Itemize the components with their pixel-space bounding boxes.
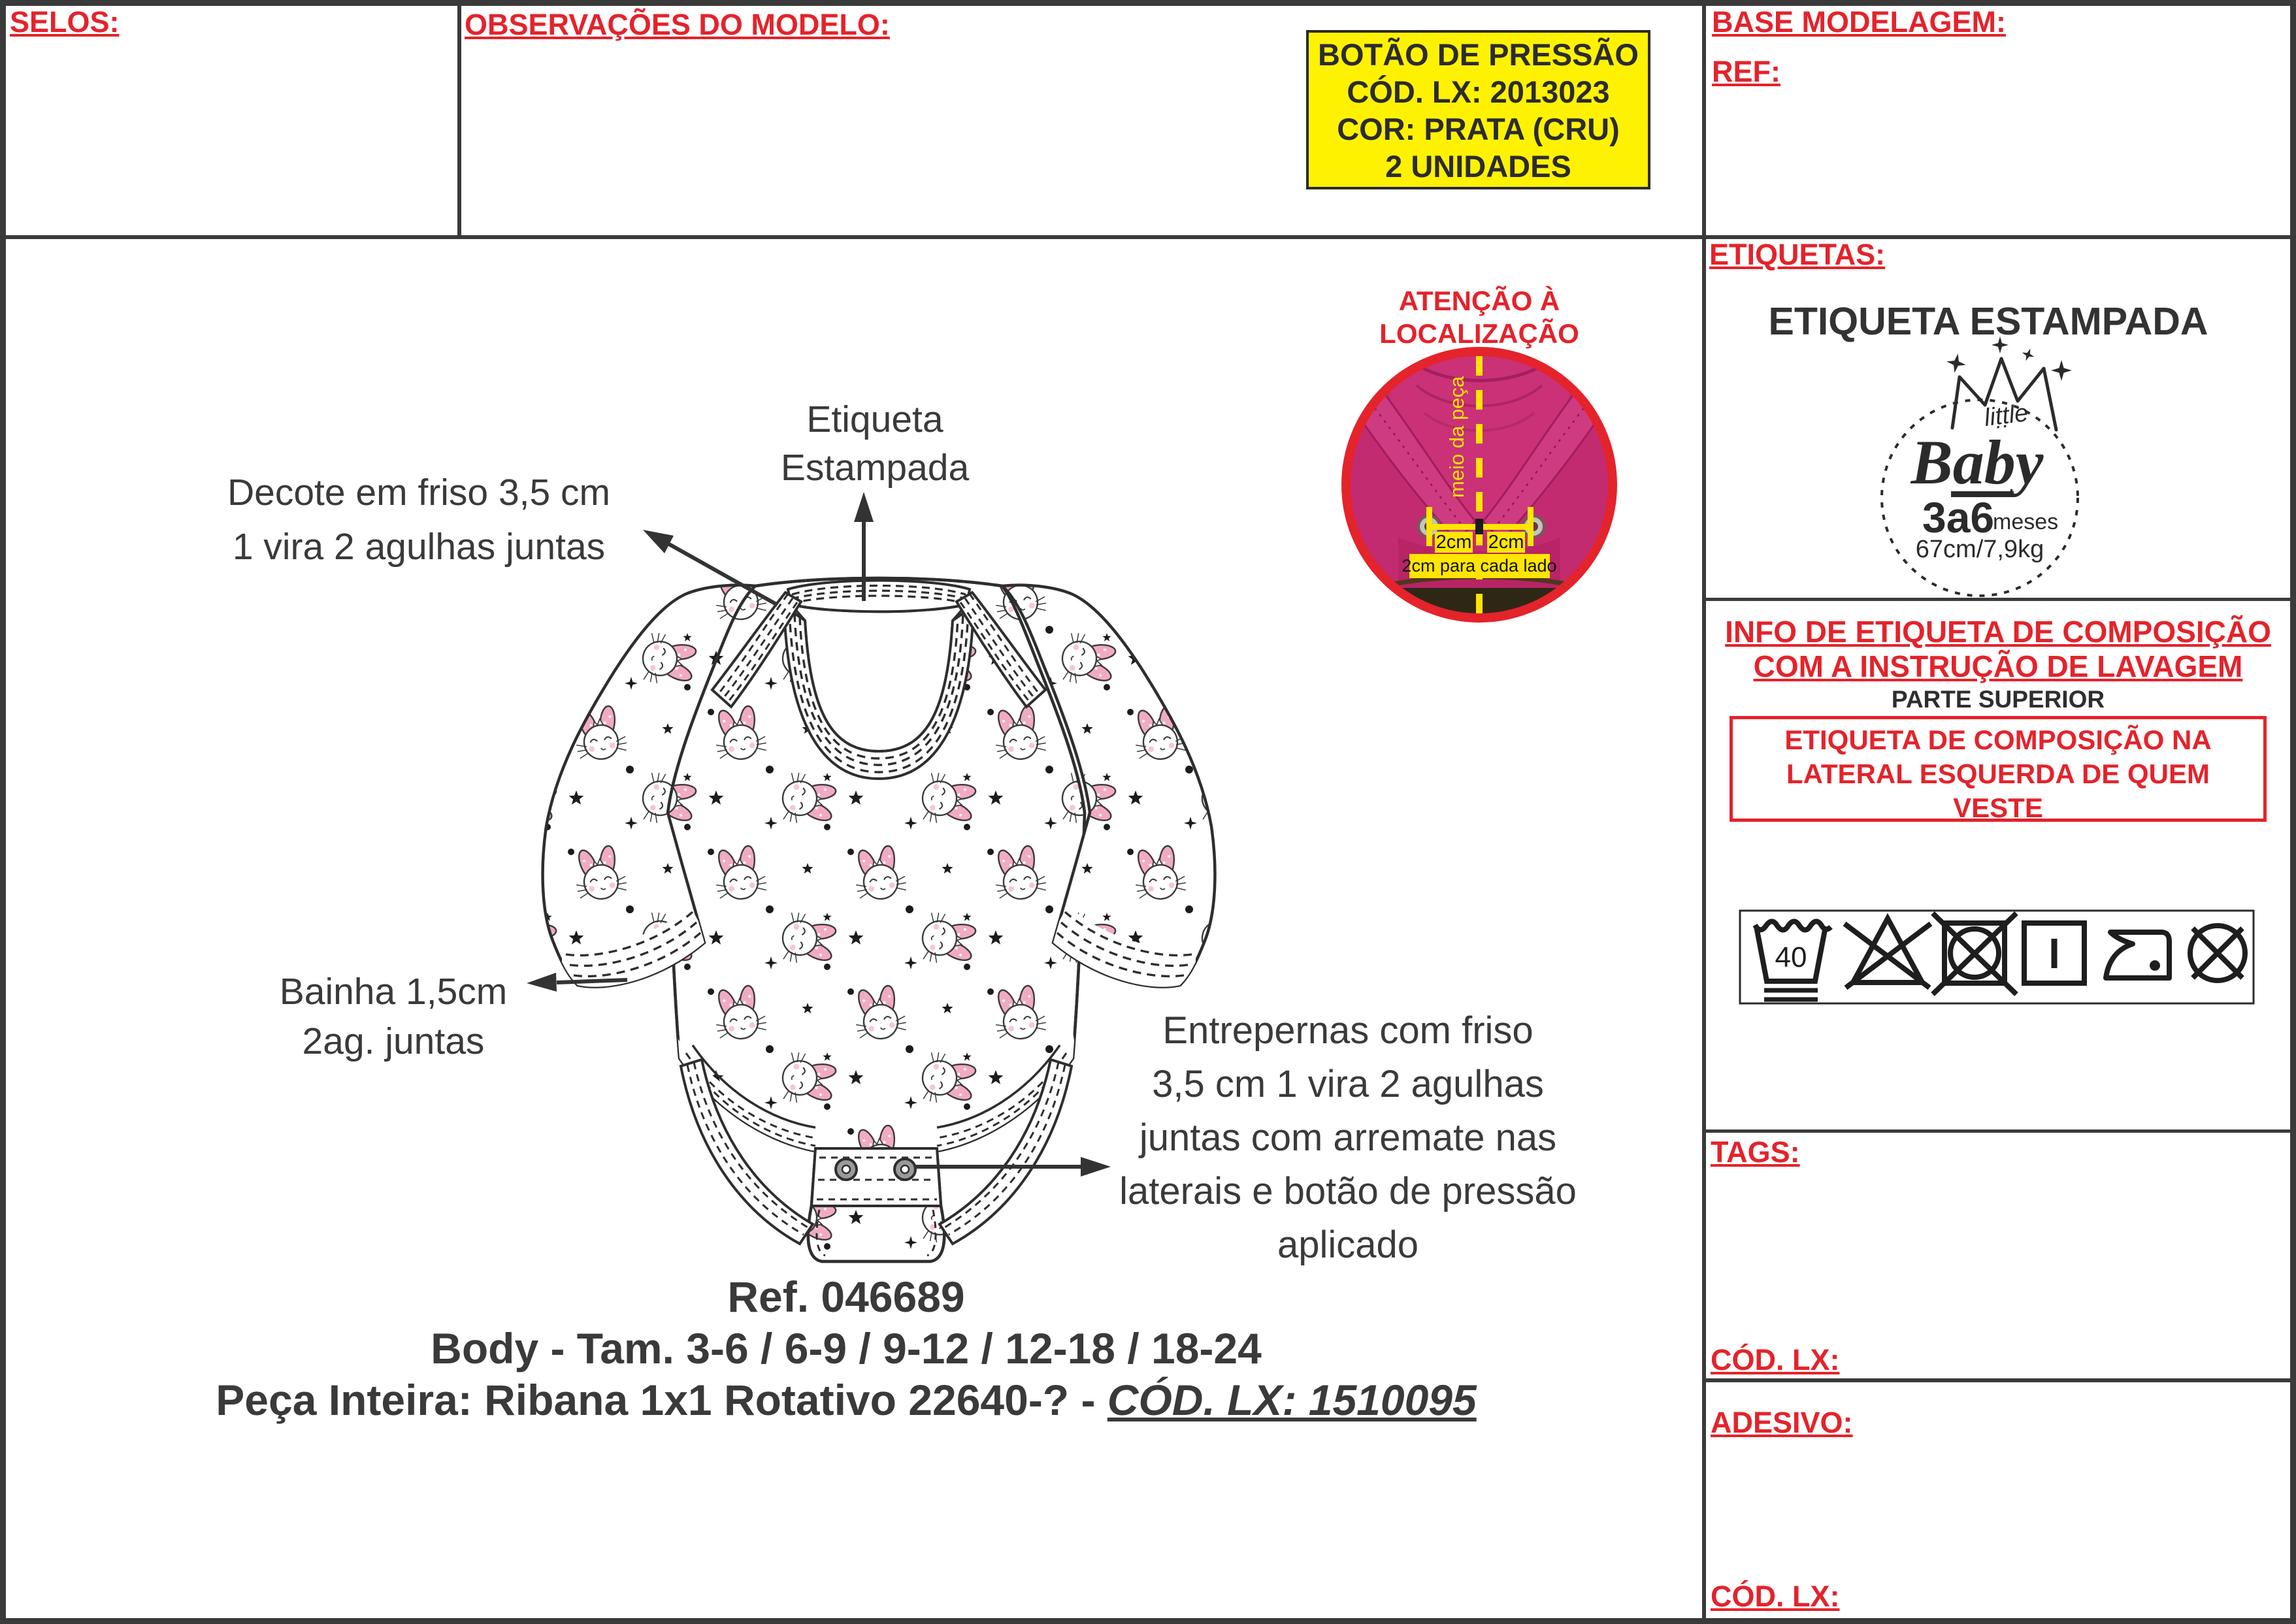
svg-text:meio da peça: meio da peça — [1445, 376, 1468, 498]
svg-text:3a6: 3a6 — [1922, 493, 1994, 542]
svg-text:meses: meses — [1993, 510, 2058, 534]
svg-text:2cm: 2cm — [1488, 532, 1524, 553]
svg-text:2cm para cada lado: 2cm para cada lado — [1402, 556, 1556, 576]
svg-text:2cm: 2cm — [1436, 532, 1472, 553]
svg-text:40: 40 — [1775, 941, 1807, 973]
svg-text:67cm/7,9kg: 67cm/7,9kg — [1916, 536, 2044, 563]
svg-text:Baby: Baby — [1911, 427, 2044, 497]
svg-text:liṭṭle: liṭṭle — [1982, 399, 2029, 432]
